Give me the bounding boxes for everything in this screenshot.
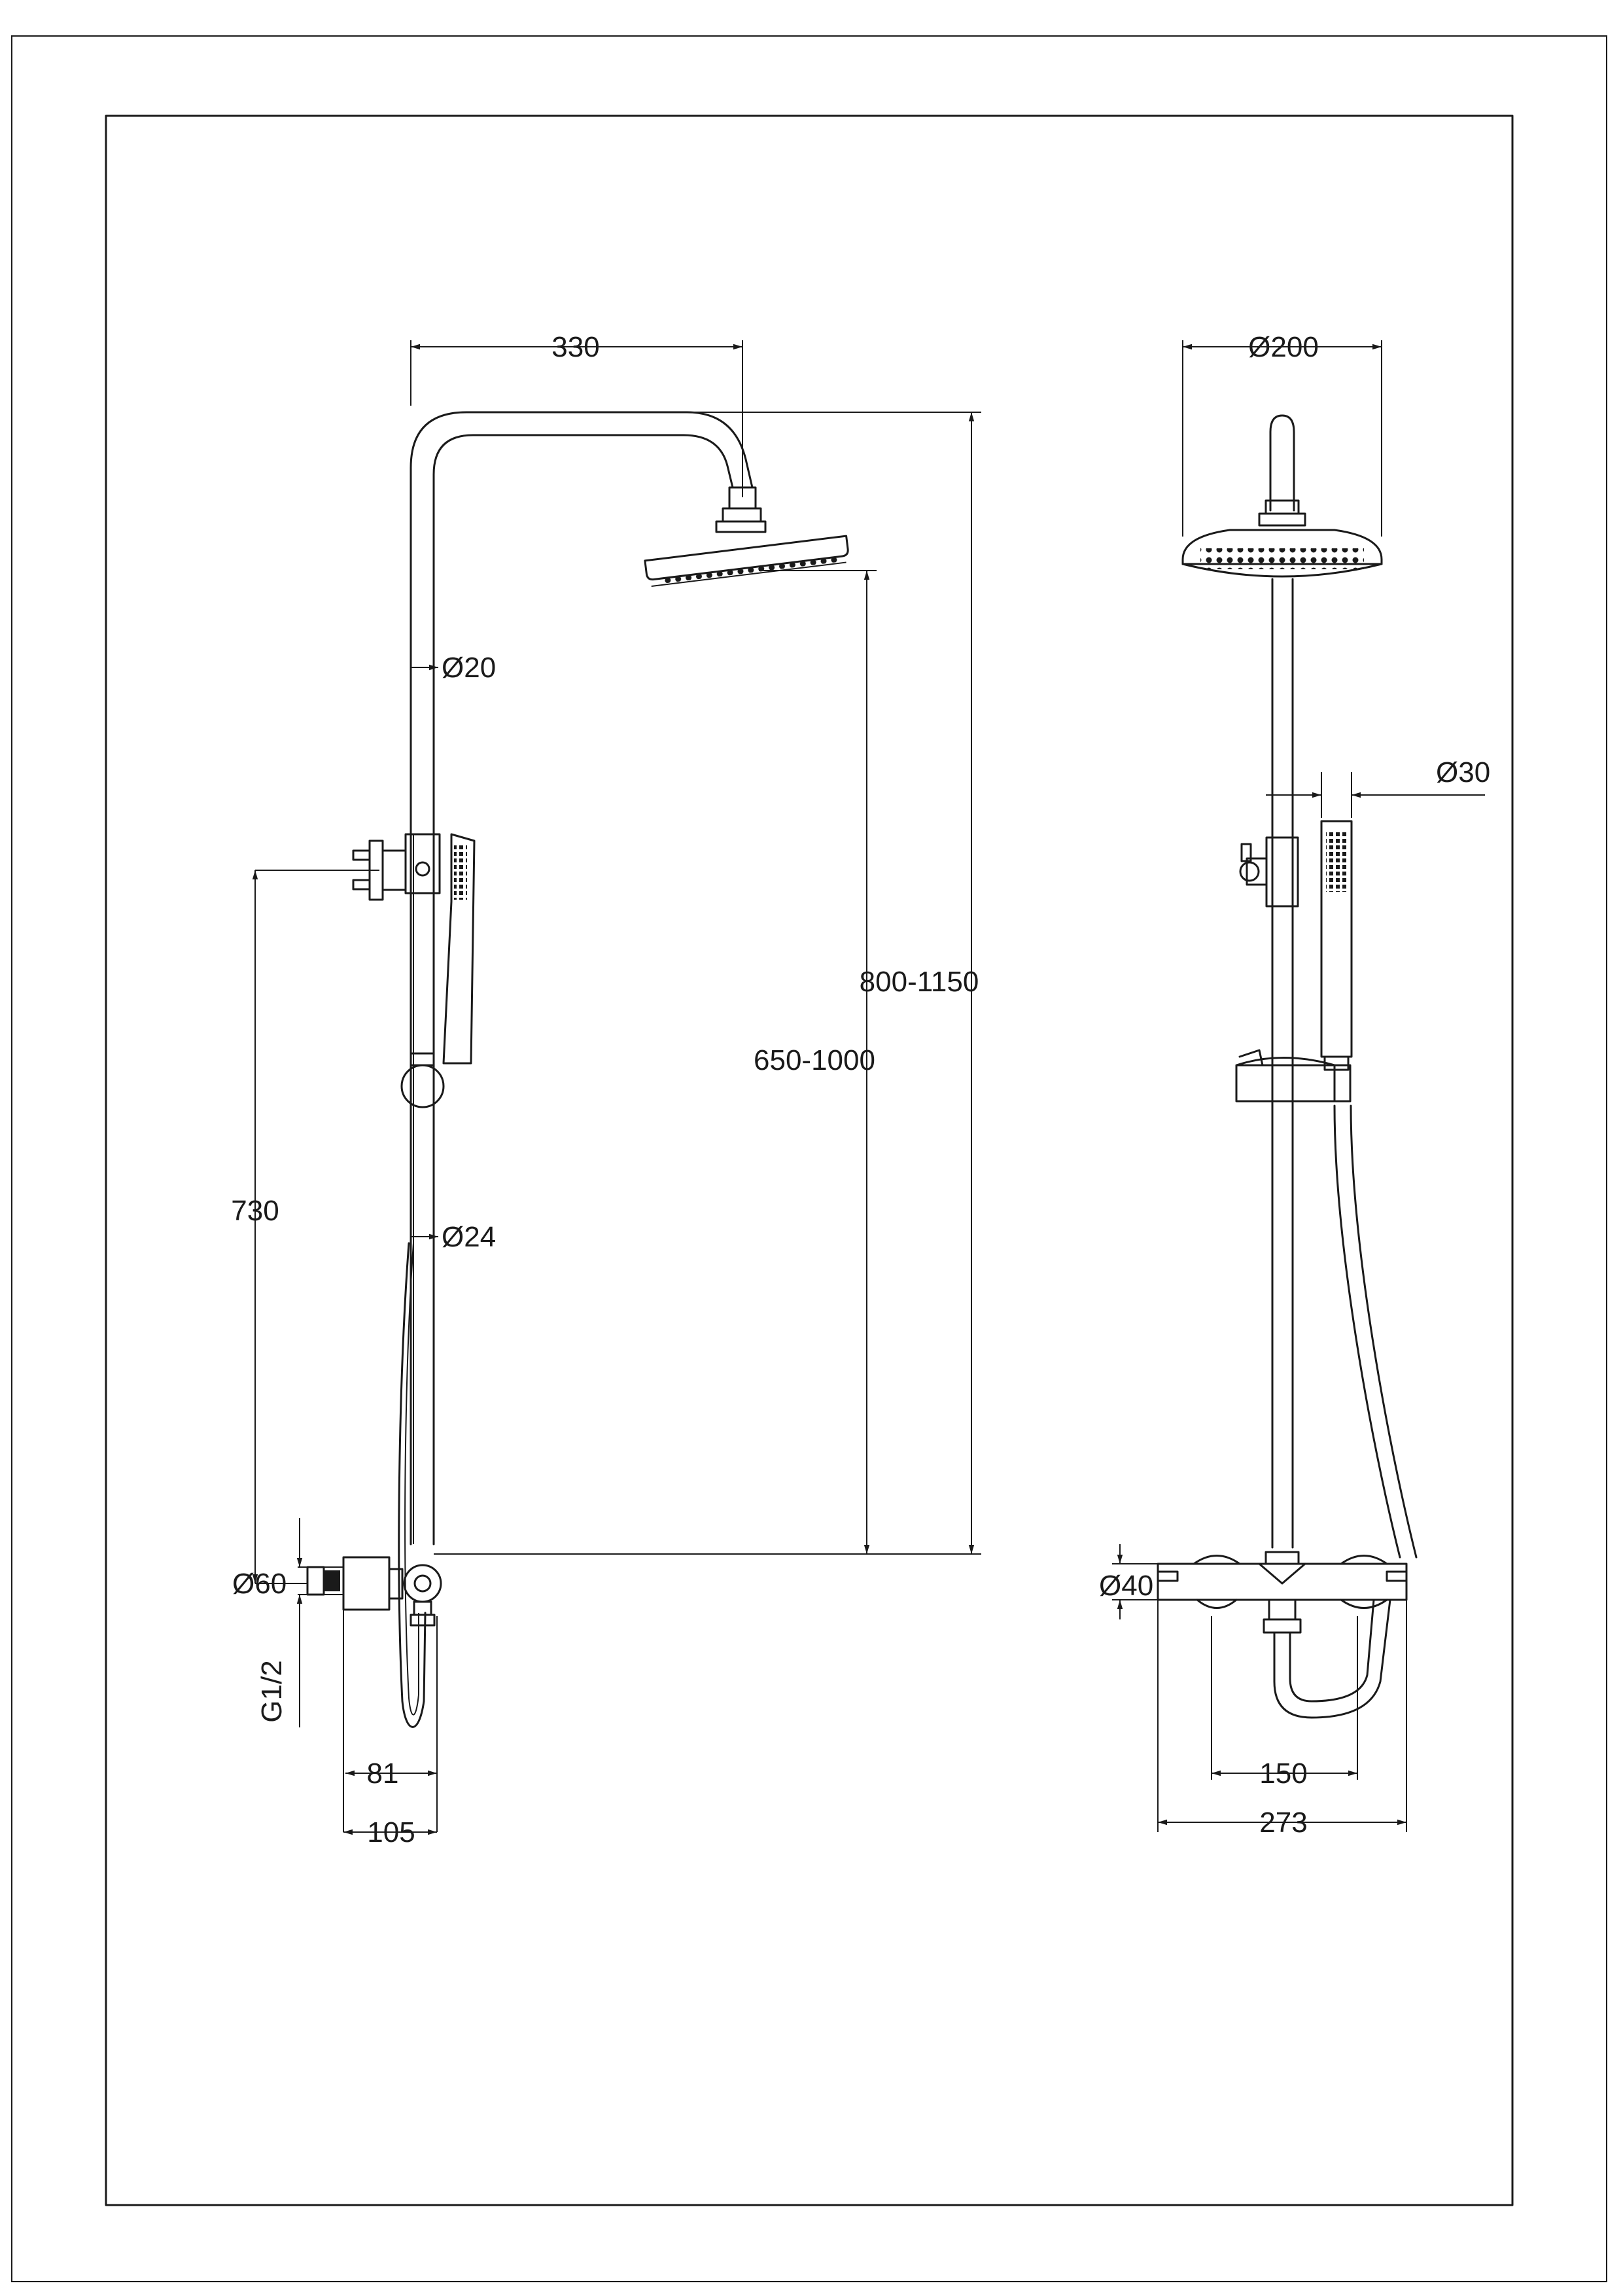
shower-head-front xyxy=(1181,529,1383,565)
shower-head-side xyxy=(644,535,849,587)
side-view: 330 Ø20 Ø24 800-1150 650-1000 730 Ø60 G1… xyxy=(231,331,981,1848)
dim-81: 81 xyxy=(367,1757,399,1790)
dim-105: 105 xyxy=(367,1816,415,1848)
dim-dia-24: Ø24 xyxy=(442,1221,496,1253)
dim-g1-2: G1/2 xyxy=(256,1660,288,1722)
dim-650-1000: 650-1000 xyxy=(754,1044,875,1076)
inner-frame xyxy=(105,115,1514,2206)
dim-730: 730 xyxy=(231,1195,279,1227)
dim-dia-20: Ø20 xyxy=(442,652,496,684)
thermostatic-mixer xyxy=(1157,1563,1408,1601)
dim-800-1150: 800-1150 xyxy=(860,966,979,998)
dim-dia-30: Ø30 xyxy=(1436,756,1490,788)
dim-dia-200: Ø200 xyxy=(1248,331,1319,363)
dim-dia-40: Ø40 xyxy=(1099,1570,1153,1602)
dim-dia-60: Ø60 xyxy=(232,1568,287,1600)
front-view: Ø200 Ø30 Ø40 150 273 xyxy=(1099,331,1490,1839)
dim-330: 330 xyxy=(551,331,599,363)
dim-273: 273 xyxy=(1259,1807,1307,1839)
hand-shower-side xyxy=(442,833,476,1065)
dim-150: 150 xyxy=(1259,1757,1307,1790)
overhead-arm xyxy=(410,411,754,836)
outer-frame xyxy=(11,35,1607,2282)
